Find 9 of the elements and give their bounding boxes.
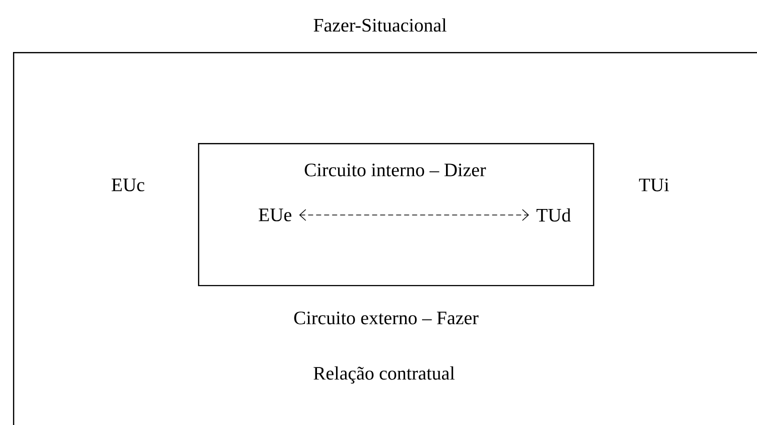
role-label: EUe: [258, 208, 292, 222]
box-label: Relação contratual: [314, 366, 455, 384]
heading: Fazer-Situacional: [314, 18, 446, 32]
role-label: EUc: [112, 178, 144, 192]
role-label: TUd: [536, 208, 571, 222]
box-label: Circuito interno – Dizer: [304, 164, 486, 176]
role-label: TUi: [639, 178, 669, 192]
box-label: Circuito externo – Fazer: [294, 312, 478, 324]
double-arrow: [299, 209, 529, 221]
